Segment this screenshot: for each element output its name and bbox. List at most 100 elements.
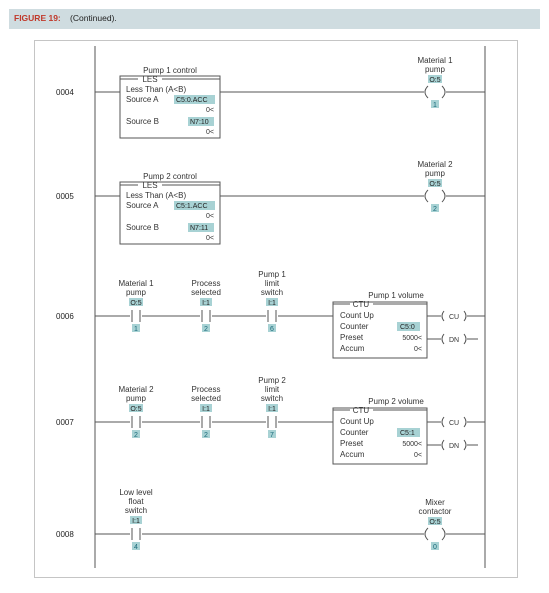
contact-bit: 2 <box>204 326 208 333</box>
rung-0004: 0004 Pump 1 control LES Less Than (A<B) … <box>56 56 485 139</box>
coil-address: O:5 <box>429 77 440 84</box>
contact-label-2: limit <box>265 279 280 288</box>
contact-label-3: switch <box>125 506 147 515</box>
contact-address: I:1 <box>132 518 140 525</box>
ctu-desc: Count Up <box>340 417 374 426</box>
source-a-address: C5:1.ACC <box>176 203 208 210</box>
contact-bit: 2 <box>204 432 208 439</box>
source-b-value: 0< <box>206 129 214 136</box>
source-a-label: Source A <box>126 201 159 210</box>
source-b-address: N7:10 <box>190 119 209 126</box>
contact-label-2: limit <box>265 385 280 394</box>
ctu-preset-label: Preset <box>340 439 364 448</box>
contact-bit: 6 <box>270 326 274 333</box>
source-a-label: Source A <box>126 95 159 104</box>
contact-label-2: Process <box>192 279 221 288</box>
ctu-type: CTU <box>353 300 370 309</box>
contact-bit: 7 <box>270 432 274 439</box>
dn-label: DN <box>449 443 459 450</box>
contact-label-2: Material 1 <box>118 279 154 288</box>
contact-label-2: float <box>128 497 144 506</box>
rung-number: 0006 <box>56 312 74 321</box>
rung-0007: 0007 Material 2 pump O:5 2 Process selec… <box>56 376 485 465</box>
source-a-value: 0< <box>206 107 214 114</box>
coil-name-2: pump <box>425 65 446 74</box>
contact-label-3: selected <box>191 288 221 297</box>
contact-label-1: Pump 2 <box>258 376 286 385</box>
rung-0006: 0006 Material 1 pump O:5 1 Process selec… <box>56 270 485 359</box>
ladder-panel <box>34 40 518 578</box>
block-type: LES <box>142 181 157 190</box>
dn-output-icon <box>441 333 445 345</box>
cu-output-icon <box>441 416 445 428</box>
contact-label-3: selected <box>191 394 221 403</box>
block-desc: Less Than (A<B) <box>126 85 186 94</box>
contact-bit: 1 <box>134 326 138 333</box>
block-title: Pump 1 control <box>143 66 197 75</box>
contact-address: I:1 <box>268 406 276 413</box>
contact-label-2: Material 2 <box>118 385 154 394</box>
dn-output-icon <box>441 439 445 451</box>
figure-subtitle: (Continued). <box>70 13 117 23</box>
contact-address: I:1 <box>268 300 276 307</box>
rung-0008: 0008 Low level float switch I:1 4 Mixer … <box>56 488 485 551</box>
rung-number: 0008 <box>56 530 74 539</box>
ctu-preset: 5000< <box>402 335 422 342</box>
cu-label: CU <box>449 314 459 321</box>
contact-label-1: Pump 1 <box>258 270 286 279</box>
ctu-preset-label: Preset <box>340 333 364 342</box>
contact-bit: 4 <box>134 544 138 551</box>
output-coil-icon <box>424 85 429 99</box>
block-desc: Less Than (A<B) <box>126 191 186 200</box>
ctu-desc: Count Up <box>340 311 374 320</box>
contact-label-3: switch <box>261 288 283 297</box>
source-b-label: Source B <box>126 117 159 126</box>
block-title: Pump 2 control <box>143 172 197 181</box>
contact-bit: 2 <box>134 432 138 439</box>
coil-address: O:5 <box>429 519 440 526</box>
ctu-accum-label: Accum <box>340 344 365 353</box>
les-block <box>119 181 221 245</box>
source-b-value: 0< <box>206 235 214 242</box>
contact-address: O:5 <box>130 406 141 413</box>
rung-number: 0005 <box>56 192 74 201</box>
contact-address: O:5 <box>130 300 141 307</box>
coil-bit: 1 <box>433 102 437 109</box>
contact-address: I:1 <box>202 406 210 413</box>
source-b-address: N7:11 <box>190 225 208 232</box>
ctu-counter: C5:1 <box>400 430 415 437</box>
contact-label-1: Low level <box>119 488 153 497</box>
cu-output-icon <box>441 310 445 322</box>
ctu-preset: 5000< <box>402 441 422 448</box>
source-a-value: 0< <box>206 213 214 220</box>
block-type: LES <box>142 75 157 84</box>
source-a-address: C5:0.ACC <box>176 97 208 104</box>
ctu-counter-label: Counter <box>340 322 369 331</box>
coil-name-2: pump <box>425 169 446 178</box>
coil-bit: 0 <box>433 544 437 551</box>
figure-header-bar <box>9 9 540 29</box>
figure-label: FIGURE 19: <box>14 13 61 23</box>
output-coil-icon <box>424 189 429 203</box>
rung-number: 0004 <box>56 88 74 97</box>
rung-0005: 0005 Pump 2 control LES Less Than (A<B) … <box>56 160 485 245</box>
ctu-accum: 0< <box>414 346 422 353</box>
contact-label-3: switch <box>261 394 283 403</box>
cu-label: CU <box>449 420 459 427</box>
contact-address: I:1 <box>202 300 210 307</box>
output-coil-icon <box>424 527 429 541</box>
ctu-counter-label: Counter <box>340 428 369 437</box>
ctu-title: Pump 2 volume <box>368 397 424 406</box>
ctu-counter: C5:0 <box>400 324 415 331</box>
rung-number: 0007 <box>56 418 74 427</box>
contact-label-3: pump <box>126 288 147 297</box>
coil-name: Material 2 <box>417 160 453 169</box>
coil-name: Material 1 <box>417 56 453 65</box>
les-block <box>119 75 221 139</box>
coil-name-2: contactor <box>419 507 452 516</box>
coil-address: O:5 <box>429 181 440 188</box>
coil-bit: 2 <box>433 206 437 213</box>
contact-label-3: pump <box>126 394 147 403</box>
dn-label: DN <box>449 337 459 344</box>
